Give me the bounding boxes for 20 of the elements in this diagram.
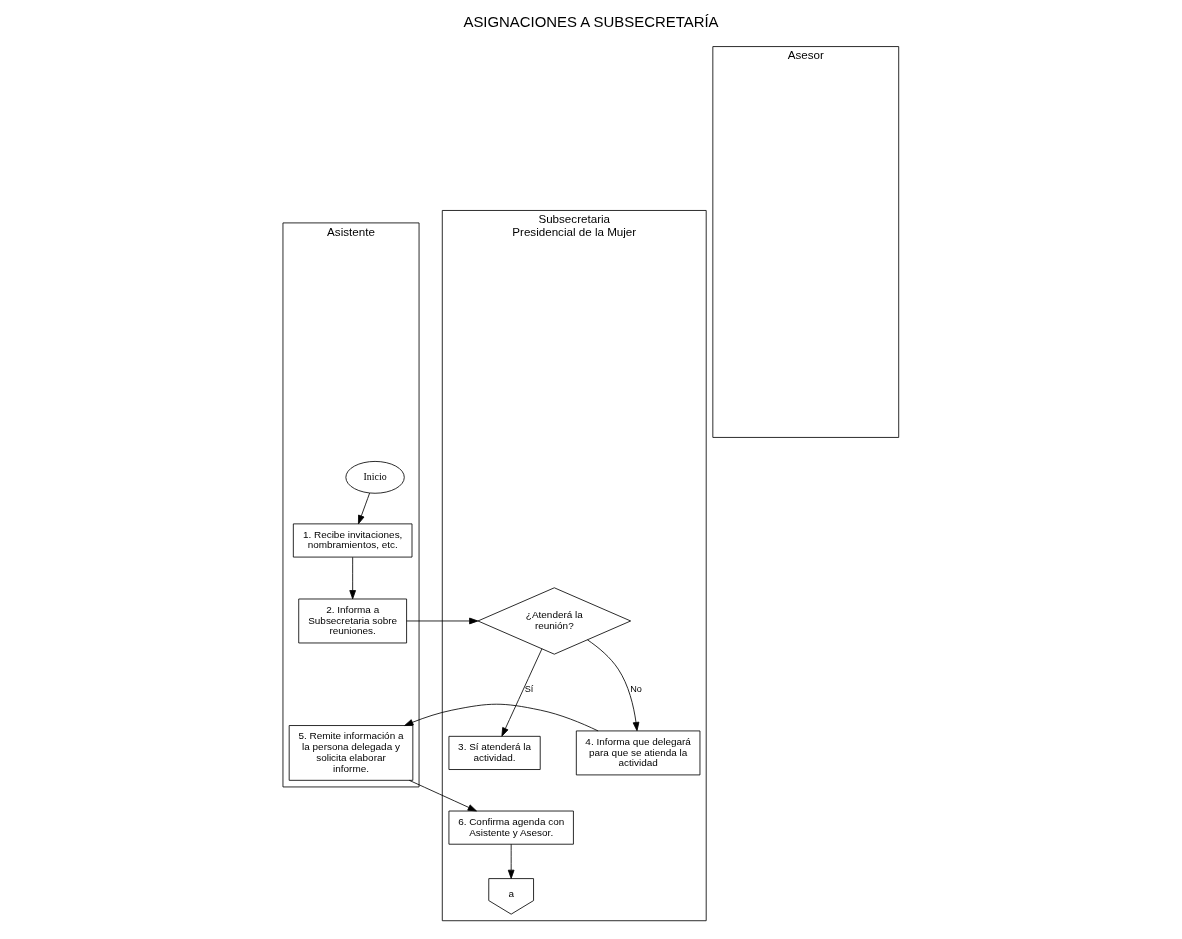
arrow xyxy=(406,617,479,625)
node-diamond: ¿Atenderá la reunión? xyxy=(477,587,632,655)
diagram-title: ASIGNACIONES A SUBSECRETARÍA xyxy=(463,12,719,30)
node-box: 5. Remite información a la persona delegada y solicita elaborar informe. xyxy=(288,725,414,781)
node-box: 4. Informa que delegará para que se atienda la actividad xyxy=(575,730,701,776)
arrow xyxy=(501,648,543,737)
edge-label: Sí xyxy=(524,684,534,695)
arrow xyxy=(507,843,515,879)
node-box: 6. Confirma agenda con Asistente y Asesor. xyxy=(448,810,574,845)
node-box: Asesor xyxy=(712,46,900,438)
node-box: 1. Recibe invitaciones, nombramientos, etc. xyxy=(292,523,413,558)
node-box: 2. Informa a Subsecretaria sobre reuniones. xyxy=(298,598,408,644)
arrow xyxy=(404,703,599,732)
edge-label: No xyxy=(630,684,642,695)
arrow xyxy=(408,779,477,812)
node-ellipse: Inicio xyxy=(345,461,405,494)
node-box: 3. Sí atenderá la actividad. xyxy=(448,735,541,770)
arrow xyxy=(587,639,640,732)
arrow xyxy=(358,492,371,525)
arrow xyxy=(349,556,356,600)
